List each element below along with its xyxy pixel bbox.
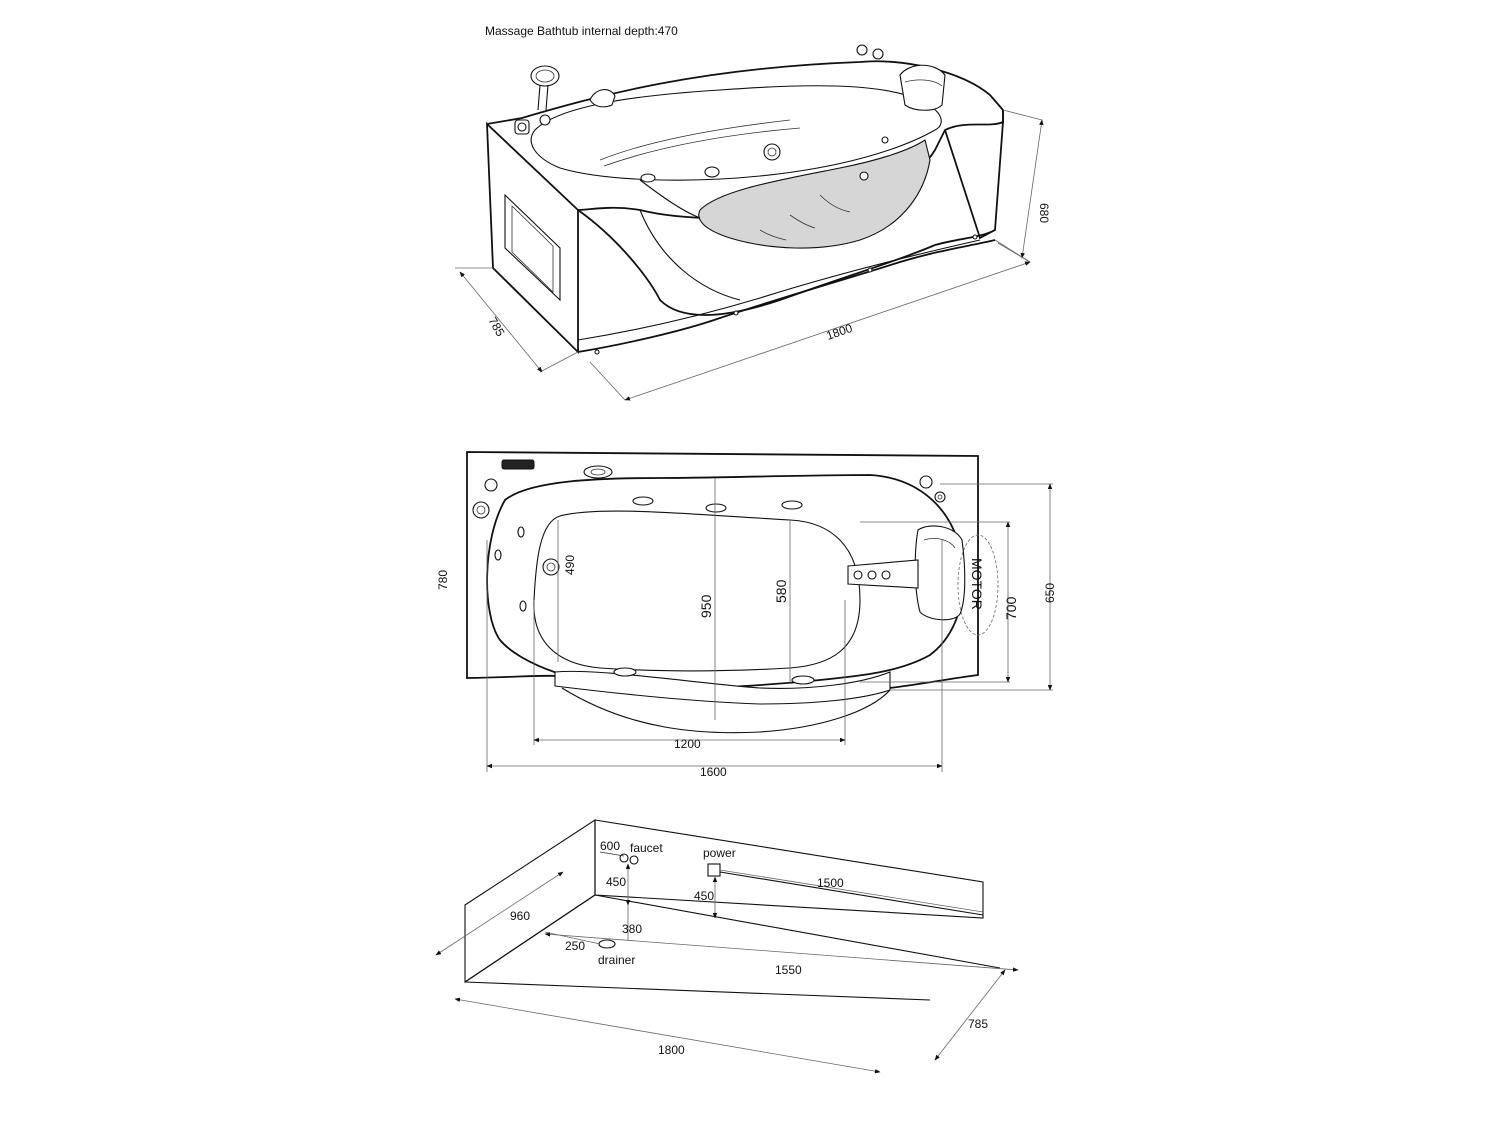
plan-inner-width-1: 490 (563, 555, 577, 575)
plan-front-rim (554, 670, 891, 705)
plan-inner-width-2: 950 (698, 594, 714, 618)
tub-left-end-panel (486, 121, 579, 355)
perspective-height-label: 680 (1037, 203, 1051, 223)
drain-offset: 250 (565, 939, 585, 953)
power-height: 450 (694, 889, 714, 903)
plan-inner-width-3: 580 (773, 579, 789, 603)
plan-back-jet-3 (881, 570, 891, 580)
tub-base-curve (577, 239, 996, 353)
shower-holder (537, 84, 549, 111)
installation-view: 600 faucet 450 power 450 1500 380 250 dr… (435, 818, 1019, 1074)
floor-length: 1800 (658, 1043, 685, 1057)
jet-4 (881, 136, 889, 144)
plan-control-panel (501, 459, 535, 470)
motor-label: MOTOR (969, 558, 985, 610)
diagram-title: Massage Bathtub internal depth:470 (485, 24, 678, 38)
plan-back-jet-2 (867, 570, 877, 580)
plan-motor-height: 700 (1003, 596, 1019, 620)
access-panel (504, 193, 561, 302)
deck-speaker (589, 89, 616, 108)
plan-drain (542, 558, 560, 576)
perspective-view: 680 785 1800 (455, 44, 1051, 401)
plan-jet-side-3 (519, 600, 527, 612)
power-label: power (703, 846, 736, 860)
plan-outer-length: 1600 (700, 765, 727, 779)
jet-5 (859, 171, 869, 181)
plan-valve-1 (484, 478, 498, 492)
plan-back-jet-1 (853, 570, 863, 580)
power-offset: 1500 (817, 876, 844, 890)
perspective-length-label: 1800 (824, 321, 854, 343)
jet-2 (704, 166, 720, 178)
plan-width-label: 780 (436, 570, 450, 590)
plan-valve-2 (472, 501, 490, 519)
plan-jet-back-1 (632, 496, 654, 506)
drain-depth: 380 (622, 922, 642, 936)
perspective-width-label: 785 (485, 315, 507, 340)
floor-length-inner: 1550 (775, 963, 802, 977)
jet-3 (640, 173, 656, 183)
drainer-icon (598, 939, 616, 949)
plan-jet-back-3 (781, 500, 803, 510)
faucet-label: faucet (630, 841, 663, 855)
back-wall (594, 819, 984, 919)
plan-jet-back-2 (705, 503, 727, 513)
plan-inner-basin (533, 510, 861, 672)
plan-jet-front-1 (613, 667, 637, 677)
jet-1 (763, 143, 781, 161)
faucet-offset: 600 (600, 839, 620, 853)
floor-outline (464, 894, 1001, 1001)
tub-top-rim (486, 60, 1004, 220)
left-wall (464, 818, 596, 984)
plan-outer-basin (486, 474, 964, 690)
side-depth: 960 (510, 909, 530, 923)
plan-speaker (583, 465, 613, 479)
plan-jet-front-2 (791, 675, 815, 685)
drainer-label: drainer (598, 953, 635, 967)
plan-headrest (914, 525, 966, 621)
motor-outline (957, 534, 999, 636)
plan-knob-2 (934, 491, 946, 503)
control-knob-2 (872, 48, 884, 60)
floor-width: 785 (968, 1017, 988, 1031)
plan-view: MOTOR 780 490 950 580 700 650 1200 1600 (436, 451, 1057, 779)
plan-jet-side-1 (517, 526, 525, 538)
headrest (899, 64, 946, 111)
plan-jet-side-2 (494, 549, 502, 561)
control-knob-1 (856, 44, 868, 56)
tub-right-end (944, 110, 1004, 240)
shower-head (530, 65, 560, 87)
power-outlet-icon (707, 863, 721, 877)
tub-inner-basin (530, 85, 942, 181)
plan-inner-length: 1200 (674, 737, 701, 751)
faucet-height: 450 (606, 875, 626, 889)
glass-window (698, 139, 931, 249)
plan-right-height: 650 (1043, 583, 1057, 603)
plan-knob-1 (919, 475, 933, 489)
